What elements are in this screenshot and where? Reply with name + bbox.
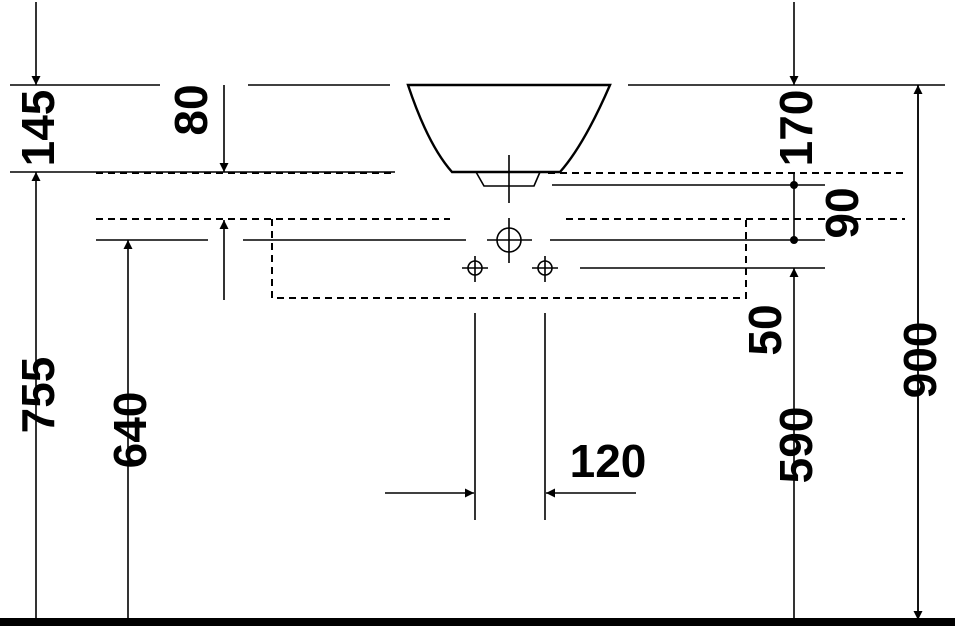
dim-640-label: 640 bbox=[104, 392, 156, 469]
dim-170-label: 170 bbox=[770, 90, 822, 167]
dim-50-label: 50 bbox=[739, 304, 791, 355]
panel-dashed-outline bbox=[271, 219, 747, 299]
dim-900-label: 900 bbox=[894, 322, 946, 399]
dim-80-label: 80 bbox=[165, 84, 217, 135]
dim-120-label: 120 bbox=[570, 435, 647, 487]
dim-755-label: 755 bbox=[12, 357, 64, 434]
dim-145-label: 145 bbox=[12, 90, 64, 167]
basin-drain bbox=[475, 171, 541, 187]
dim-590-label: 590 bbox=[770, 407, 822, 484]
dim-90-label: 90 bbox=[816, 187, 868, 238]
basin-bowl bbox=[406, 83, 612, 174]
